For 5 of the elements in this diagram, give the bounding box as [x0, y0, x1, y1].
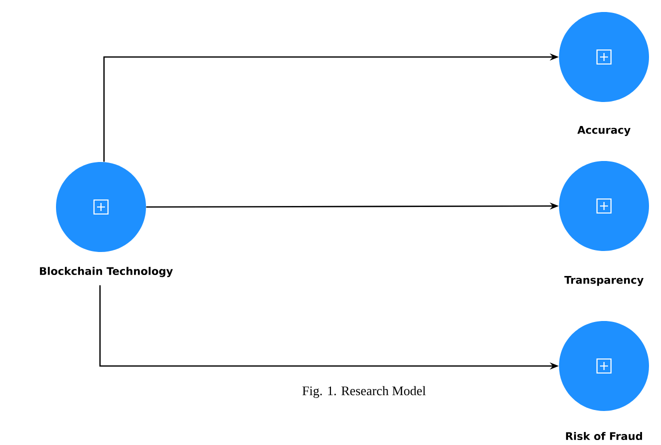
- node-label: Risk of Fraud: [566, 432, 642, 440]
- figure-caption: Fig. 1. Research Model: [302, 386, 426, 398]
- node-label: Transparency: [564, 276, 644, 286]
- node-label: Blockchain Technology: [40, 266, 173, 278]
- node-label: Accuracy: [577, 126, 630, 136]
